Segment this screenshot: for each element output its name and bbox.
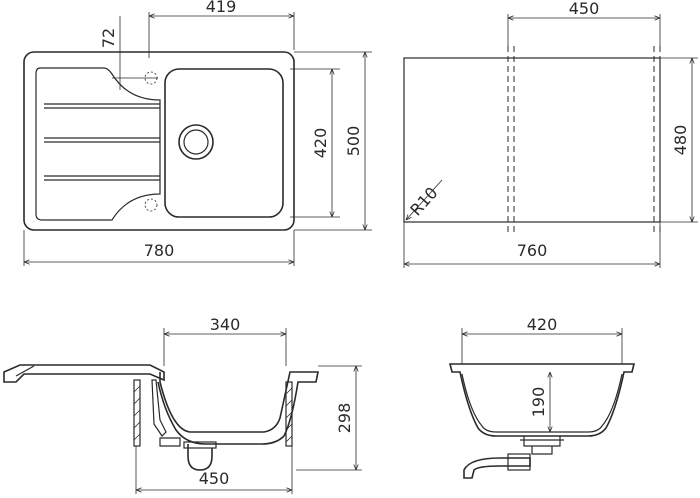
groove-2 [44,137,160,143]
overflow-pipe [151,379,167,437]
dim-450-cutout: 450 [569,0,600,18]
outlet-pipe [463,457,531,479]
bowl-outline [164,68,284,218]
cabinet-wall-right [285,381,293,447]
bowl-front-outer [448,363,636,437]
top-view: 419 72 420 500 780 [23,0,372,266]
side-section-view: 340 298 450 [3,315,362,494]
dim-420: 420 [311,128,330,159]
dim-72: 72 [99,28,118,48]
dim-780: 780 [144,241,175,260]
drain-fitting [159,437,181,447]
bowl-section [157,371,319,445]
sink-outline [23,51,295,231]
groove-3 [44,175,160,181]
dim-760: 760 [517,241,548,260]
front-section-view: 420 190 [448,315,636,479]
drain-outer [178,124,214,160]
dim-190: 190 [529,387,548,418]
drain-inner [183,129,209,155]
cutout-view: 450 480 R10 760 [403,0,698,268]
groove-1 [44,103,160,109]
dim-420-front: 420 [527,315,558,334]
dim-298: 298 [335,403,354,434]
dim-340: 340 [210,315,241,334]
bowl-front-inner [461,373,623,433]
dim-419: 419 [206,0,237,16]
tap-hole-bottom [144,198,158,212]
drainboard-area [35,67,161,221]
siphon-trap [187,444,213,471]
dim-480: 480 [671,125,690,156]
cutout-rectangle [403,57,661,223]
cabinet-wall-left [133,379,141,447]
outlet-coupling [507,453,531,471]
front-drain-body [523,436,561,447]
drainboard-profile [3,364,165,383]
dim-450-cabinet: 450 [199,469,230,488]
dim-500: 500 [344,126,363,157]
